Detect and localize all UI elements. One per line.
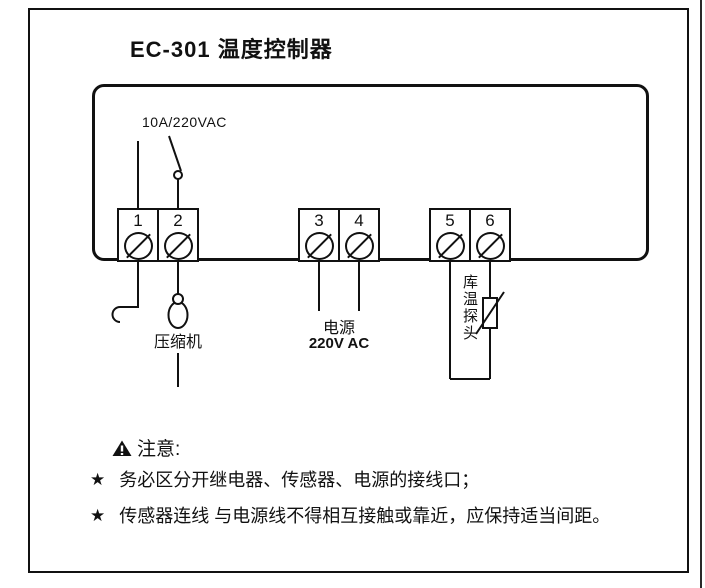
page-title: EC-301 温度控制器 bbox=[130, 37, 333, 62]
terminal-block-relay: 1 2 bbox=[117, 208, 199, 262]
page-edge-line bbox=[700, 0, 702, 588]
terminal-2: 2 bbox=[157, 208, 199, 262]
terminal-number: 3 bbox=[314, 211, 324, 230]
terminal-number: 6 bbox=[485, 211, 495, 230]
warning-icon bbox=[112, 440, 132, 456]
screw-terminal-icon bbox=[435, 232, 465, 260]
terminal-number: 5 bbox=[445, 211, 455, 230]
screw-terminal-icon bbox=[163, 232, 193, 260]
compressor-label: 压缩机 bbox=[153, 334, 202, 351]
screw-terminal-icon bbox=[344, 232, 374, 260]
note-text: 务必区分开继电器、传感器、电源的接线口； bbox=[119, 470, 480, 490]
star-bullet-icon: ★ bbox=[90, 506, 106, 525]
relay-rating-label: 10A/220VAC bbox=[142, 114, 227, 130]
thermistor-icon bbox=[482, 297, 498, 329]
power-leads bbox=[318, 262, 360, 311]
terminal-4: 4 bbox=[338, 208, 380, 262]
screw-terminal-icon bbox=[304, 232, 334, 260]
screw-terminal-icon bbox=[475, 232, 505, 260]
compressor-circuit bbox=[111, 262, 189, 387]
compressor-icon-top bbox=[172, 293, 184, 305]
power-voltage-label: 220V AC bbox=[308, 335, 370, 352]
terminal-5: 5 bbox=[429, 208, 471, 262]
note-item: ★ 务必区分开继电器、传感器、电源的接线口； bbox=[90, 468, 479, 492]
screw-terminal-icon bbox=[123, 232, 153, 260]
terminal-6: 6 bbox=[469, 208, 511, 262]
star-bullet-icon: ★ bbox=[90, 470, 106, 489]
warning-heading-row: 注意: bbox=[112, 434, 180, 461]
note-text: 传感器连线 与电源线不得相互接触或靠近，应保持适当间距。 bbox=[119, 506, 611, 526]
terminal-block-power: 3 4 bbox=[298, 208, 380, 262]
terminal-number: 4 bbox=[354, 211, 364, 230]
probe-label: 库温探头 bbox=[461, 274, 478, 342]
note-item: ★ 传感器连线 与电源线不得相互接触或靠近，应保持适当间距。 bbox=[90, 504, 610, 528]
wire-terminal1-hook bbox=[111, 262, 139, 323]
thermistor-diagonal bbox=[475, 291, 505, 335]
terminal-block-sensor: 5 6 bbox=[429, 208, 511, 262]
warning-heading: 注意: bbox=[137, 439, 181, 460]
terminal-number: 1 bbox=[133, 211, 143, 230]
power-label: 电源 bbox=[322, 320, 355, 337]
terminal-3: 3 bbox=[298, 208, 340, 262]
diagram-frame: EC-301 温度控制器 bbox=[28, 8, 689, 573]
terminal-1: 1 bbox=[117, 208, 159, 262]
compressor-icon bbox=[167, 301, 189, 329]
terminal-number: 2 bbox=[173, 211, 183, 230]
